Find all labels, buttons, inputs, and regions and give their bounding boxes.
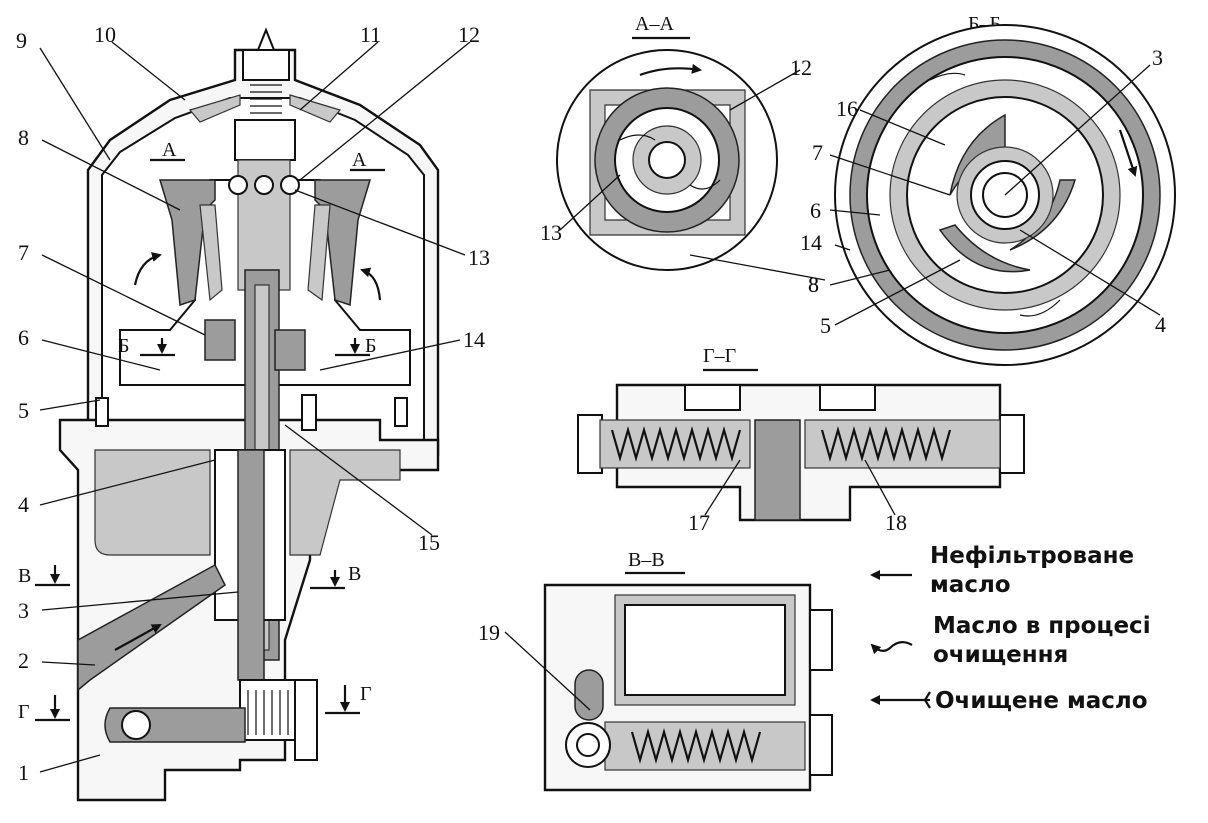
flow-arrow-inlet [114, 624, 162, 651]
mark-a-left: А [162, 139, 177, 161]
gg-channel-left [599, 419, 751, 469]
nozzle-left [228, 175, 248, 195]
sump-right [289, 449, 401, 556]
gg-bolt-left [577, 414, 603, 474]
nozzle-center [254, 175, 274, 195]
vv-ring-hole [576, 733, 600, 757]
nozzle-right [280, 175, 300, 195]
mark-a-right: А [352, 149, 367, 171]
part-label-15: 15 [418, 530, 440, 555]
bb-label-4: 4 [1155, 312, 1166, 337]
gg-plug-top-left [684, 384, 741, 411]
bb-label-16: 16 [836, 96, 858, 121]
outlet-bolt-head [294, 679, 318, 761]
top-thread [250, 84, 282, 114]
part-label-9: 9 [16, 28, 27, 53]
part-label-13: 13 [468, 245, 490, 270]
vv-slot [574, 669, 604, 721]
bb-label-7: 7 [812, 140, 823, 165]
legend-in-process-line1: Масло в процесі [933, 613, 1151, 639]
sump-left [94, 449, 211, 556]
mark-b-left: Б [118, 335, 129, 357]
section-bb: Б–Б [834, 13, 1176, 366]
outlet-bolt [239, 679, 301, 741]
gg-label-18: 18 [885, 510, 907, 535]
part-label-4: 4 [18, 492, 29, 517]
part-labels: 9 10 11 12 8 7 6 5 4 3 2 1 13 14 15 12 1… [16, 22, 1166, 785]
bb-label-8: 8 [808, 272, 819, 297]
top-nut-tip [256, 27, 276, 51]
bb-label-3: 3 [1152, 45, 1163, 70]
vv-bolt-top [809, 609, 833, 671]
relief-valve-right [394, 397, 408, 427]
legend-unfiltered-line2: масло [930, 572, 1011, 598]
vv-label-19: 19 [478, 620, 500, 645]
part-label-11: 11 [360, 22, 381, 47]
part-label-6: 6 [18, 325, 29, 350]
axis-housing [234, 119, 296, 161]
outlet-thread [247, 690, 289, 735]
vv-bolt-bottom [809, 714, 833, 776]
aa-label-12: 12 [790, 55, 812, 80]
rotor-inner-right [307, 204, 331, 302]
legend-cleaned: Очищене масло [935, 688, 1148, 714]
bearing-left [204, 319, 236, 361]
vv-spring [630, 727, 762, 765]
gg-plug-top-right [819, 384, 876, 411]
bb-label-5: 5 [820, 313, 831, 338]
section-vv-title: В–В [628, 549, 665, 571]
gg-center [754, 419, 801, 521]
section-aa: А–А [556, 13, 778, 271]
part-label-5: 5 [18, 398, 29, 423]
aa-label-8: 8 [808, 272, 819, 297]
mark-v-left: В [18, 565, 31, 587]
flow-arrow-left [133, 252, 162, 286]
section-aa-title: А–А [635, 13, 674, 35]
mark-v-right: В [348, 563, 361, 585]
part-label-7: 7 [18, 240, 29, 265]
section-vv: В–В [543, 549, 833, 792]
cap-shading [188, 94, 342, 123]
part-label-3: 3 [18, 598, 29, 623]
section-gg: Г–Г [577, 345, 1025, 522]
part-label-2: 2 [18, 648, 29, 673]
gg-bolt-right [999, 414, 1025, 474]
part-label-1: 1 [18, 760, 29, 785]
part-label-12: 12 [458, 22, 480, 47]
lower-sleeve-core [237, 449, 265, 681]
legend-arrow-in-process [870, 641, 913, 655]
spark-valve [301, 394, 317, 431]
aa-shaft [648, 141, 686, 179]
bb-label-6: 6 [810, 198, 821, 223]
part-label-10: 10 [94, 22, 116, 47]
part-label-14: 14 [463, 327, 485, 352]
relief-valve-left [95, 397, 109, 427]
mark-g-right: Г [360, 683, 372, 705]
mark-b-right: Б [365, 335, 376, 357]
legend: Нефільтроване масло Масло в процесі очищ… [870, 543, 1151, 714]
flow-arrow-right [360, 267, 382, 301]
bearing-right [274, 329, 306, 371]
gg-spring-right [820, 425, 952, 463]
outlet-hole [121, 710, 151, 740]
bb-label-14: 14 [800, 230, 822, 255]
main-cross-section: А А Б Б В В Г Г [18, 27, 440, 802]
top-nut [242, 49, 290, 81]
gg-label-17: 17 [688, 510, 710, 535]
vv-chamber-inner [624, 604, 786, 696]
section-gg-title: Г–Г [703, 345, 736, 367]
rotor-inner-left [199, 204, 223, 302]
gg-spring-left [610, 425, 742, 463]
aa-label-13: 13 [540, 220, 562, 245]
part-label-8: 8 [18, 125, 29, 150]
legend-in-process-line2: очищення [933, 642, 1068, 668]
legend-unfiltered-line1: Нефільтроване [930, 543, 1134, 569]
mark-g-left: Г [18, 701, 30, 723]
